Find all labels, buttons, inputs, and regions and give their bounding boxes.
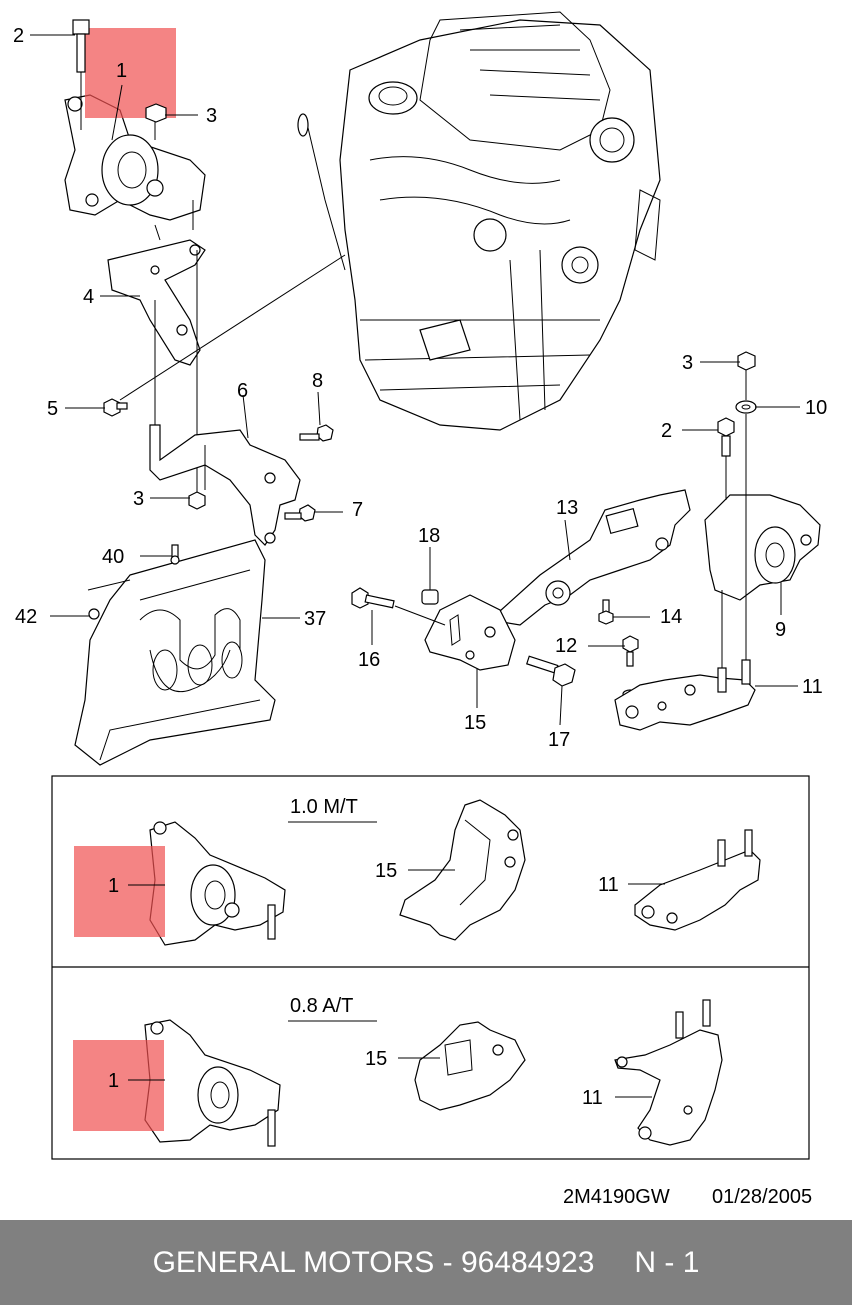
callout-6: 6: [237, 380, 248, 402]
bracket-part-15: [424, 594, 516, 671]
nut-part-3: [145, 103, 167, 123]
bolt-part-12: [622, 635, 639, 667]
callout-5: 5: [47, 398, 58, 420]
callout-40: 40: [102, 546, 124, 568]
callout-42: 42: [15, 606, 37, 628]
callout-18: 18: [418, 525, 440, 547]
bolt-part-14: [598, 599, 614, 625]
washer-part-10: [735, 400, 757, 414]
variant-at-part11-label: 11: [582, 1087, 603, 1109]
highlight-part-1-mt: [74, 846, 165, 937]
drawing-date: 01/28/2005: [712, 1186, 812, 1208]
bolt-part-2-right: [717, 417, 735, 457]
callout-37: 37: [304, 608, 326, 630]
engine-mount-part-1: [64, 94, 206, 230]
variant-mt-title: 1.0 M/T: [290, 796, 358, 818]
callout-7: 7: [352, 499, 363, 521]
callout-16: 16: [358, 649, 380, 671]
variant-box: [51, 775, 810, 1160]
variant-mt: 1.0 M/T 1 15 11: [74, 796, 761, 946]
mount-bracket-part-13: [488, 489, 691, 626]
bolt-part-16: [351, 587, 395, 609]
variant-at-part15-label: 15: [365, 1048, 387, 1070]
callout-13: 13: [556, 497, 578, 519]
callout-labels: 2 1 3 4 5 6 8 3 7 40 42 37 18 13 14 12 1…: [13, 25, 827, 751]
bolt-part-17: [526, 655, 576, 687]
callout-11: 11: [802, 676, 823, 698]
callout-2-right: 2: [661, 420, 672, 442]
callout-8: 8: [312, 370, 323, 392]
footer-bar: GENERAL MOTORS - 96484923 N - 1: [0, 1220, 852, 1305]
bolt-part-40: [170, 544, 180, 565]
bracket-part-11: [614, 659, 756, 731]
callout-12: 12: [555, 635, 577, 657]
callout-4: 4: [83, 286, 94, 308]
variant-at-part1-label: 1: [108, 1070, 119, 1092]
callout-10: 10: [805, 397, 827, 419]
bolt-part-5: [103, 398, 128, 417]
highlight-part-1-at: [73, 1040, 164, 1131]
callout-3-right: 3: [682, 352, 693, 374]
leader-lines: [30, 34, 800, 726]
callout-14: 14: [660, 606, 682, 628]
callout-1-top: 1: [116, 60, 127, 82]
nut-part-3-right: [737, 351, 756, 371]
variant-at: 0.8 A/T 1 15 11: [73, 995, 723, 1147]
variant-mt-part15-label: 15: [375, 860, 397, 882]
callout-3-top: 3: [206, 105, 217, 127]
nut-part-18: [421, 589, 439, 605]
variant-at-title: 0.8 A/T: [290, 995, 353, 1017]
callout-2-top: 2: [13, 25, 24, 47]
transmission-mount-part-9: [704, 494, 821, 601]
bracket-part-6: [149, 424, 301, 546]
nut-part-3-lower: [188, 491, 206, 510]
variant-mt-part11-label: 11: [598, 874, 619, 896]
highlight-part-1: [85, 28, 176, 118]
callout-17: 17: [548, 729, 570, 751]
bolt-part-7: [284, 504, 316, 522]
variant-mt-part1-label: 1: [108, 875, 119, 897]
parts-diagram: 2 1 3 4 5 6 8 3 7 40 42 37 18 13 14 12 1…: [13, 11, 827, 1208]
heat-shield-part-37: [74, 539, 276, 766]
clip-part-42: [88, 608, 100, 620]
callout-15: 15: [464, 712, 486, 734]
footer-brand-part: GENERAL MOTORS - 96484923: [152, 1245, 595, 1279]
footer-page: N - 1: [634, 1245, 700, 1279]
drawing-code: 2M4190GW: [563, 1186, 670, 1208]
engine-illustration: [297, 11, 661, 431]
bracket-part-4: [107, 224, 206, 366]
bolt-part-2: [72, 19, 90, 130]
bolt-part-8: [299, 424, 334, 442]
callout-3-lower: 3: [133, 488, 144, 510]
callout-9: 9: [775, 619, 786, 641]
